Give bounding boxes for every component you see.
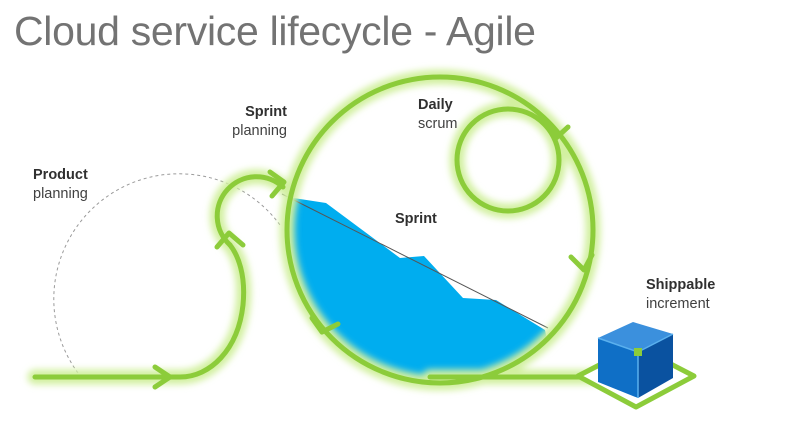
label-sprint: Sprint: [395, 211, 437, 227]
cube-icon: [575, 322, 697, 410]
cube-side: [638, 334, 673, 398]
label-product-planning: Product planning: [33, 167, 88, 202]
sprint-loop: [284, 74, 596, 386]
arrow-icon: [214, 230, 246, 250]
cube-front: [598, 338, 638, 398]
label-daily-scrum: Daily scrum: [418, 97, 458, 132]
daily-scrum-loop: [454, 106, 562, 214]
page-title: Cloud service lifecycle - Agile: [14, 8, 536, 54]
label-sprint-planning: Sprint planning: [232, 104, 287, 139]
arrow-icon: [545, 123, 571, 141]
arrow-icon: [152, 364, 173, 390]
entry-line: [32, 242, 247, 380]
arrow-icon: [568, 252, 595, 273]
lifecycle-loops: [32, 74, 603, 386]
burndown-ideal-line: [281, 193, 549, 329]
arrow-icon: [267, 169, 287, 199]
label-shippable-increment: Shippable increment: [646, 277, 716, 312]
arrow-icon: [309, 315, 341, 335]
sprint-planning-loop: [214, 174, 286, 248]
